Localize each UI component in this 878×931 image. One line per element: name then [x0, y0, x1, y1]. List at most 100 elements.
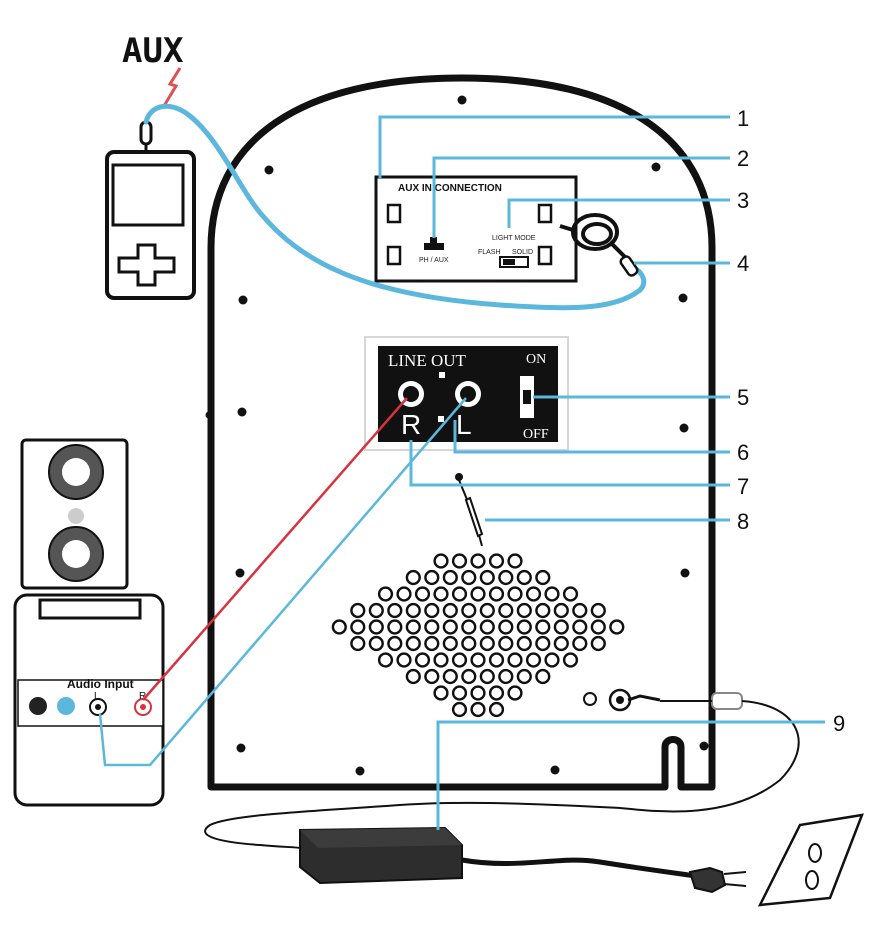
- grill-hole: [350, 602, 366, 619]
- audio-input-r-label: R: [139, 691, 146, 702]
- aux-cable: [143, 103, 647, 311]
- dpad-icon: [117, 243, 176, 287]
- grill-hole: [442, 619, 458, 635]
- grill-hole: [405, 619, 421, 635]
- grill-hole: [590, 635, 606, 652]
- grill-hole: [368, 619, 384, 635]
- grill-hole: [470, 652, 486, 668]
- grill-hole: [433, 652, 449, 668]
- aux-panel-slot: [386, 203, 402, 224]
- grill-hole: [461, 569, 477, 586]
- grill-hole: [572, 619, 588, 635]
- grill-hole: [424, 635, 440, 652]
- grill-hole: [507, 685, 523, 701]
- screw-dots: [205, 95, 709, 776]
- grill-hole: [424, 668, 440, 685]
- grill-hole: [396, 586, 412, 602]
- grill-hole: [516, 569, 532, 586]
- grill-hole: [405, 668, 421, 685]
- grill-hole: [405, 602, 421, 619]
- line-out-mark: [438, 416, 444, 422]
- grill-hole: [553, 619, 569, 635]
- grill-hole: [590, 602, 606, 619]
- lightning-bolt-icon: [162, 67, 182, 107]
- grill-hole: [488, 586, 505, 602]
- grill-hole: [377, 586, 394, 602]
- light-mode-switch-knob[interactable]: [503, 259, 515, 265]
- grill-hole: [516, 635, 532, 652]
- power-cord: [204, 700, 800, 849]
- power-switch-knob[interactable]: [523, 390, 531, 404]
- callout-number-3: 3: [737, 188, 749, 213]
- callout-number-5: 5: [737, 385, 749, 410]
- grill-hole: [414, 586, 431, 602]
- red-audio-cable: [142, 397, 408, 701]
- grill-hole: [516, 668, 532, 685]
- grill-hole: [451, 586, 468, 602]
- grill-hole: [424, 602, 440, 619]
- line-out-r-label: R: [401, 409, 421, 440]
- grill-hole: [507, 553, 523, 569]
- callout-line-2: [432, 156, 730, 238]
- grill-hole: [331, 619, 347, 635]
- grill-hole: [377, 652, 394, 668]
- grill-hole: [451, 652, 468, 668]
- grill-hole: [405, 635, 421, 652]
- grill-hole: [442, 602, 458, 619]
- grill-hole: [442, 569, 458, 586]
- stereo-system: Audio Input L R: [13, 438, 165, 807]
- callout-line-9: [436, 720, 825, 830]
- grill-hole: [396, 652, 412, 668]
- grill-hole: [479, 602, 495, 619]
- grill-hole: [479, 668, 495, 685]
- line-out-panel: LINE OUT R L ON OFF: [364, 336, 569, 451]
- grill-hole: [562, 586, 579, 602]
- audio-input-label: Audio Input: [67, 677, 134, 691]
- grill-hole: [553, 635, 569, 652]
- grill-hole: [535, 668, 551, 685]
- callout-line-6: [453, 420, 730, 454]
- callout-number-4: 4: [737, 251, 749, 276]
- grill-hole: [572, 635, 588, 652]
- callout-line-1: [378, 115, 730, 178]
- callout-number-9: 9: [833, 711, 845, 736]
- grill-hole: [368, 635, 384, 652]
- aux-label: AUX: [122, 31, 184, 71]
- callout-line-7: [409, 440, 730, 487]
- ph-aux-switch-knob[interactable]: [430, 237, 437, 244]
- grill-hole: [451, 701, 468, 718]
- callout-lines: [378, 115, 825, 830]
- grill-hole: [507, 652, 523, 668]
- callout-line-3: [507, 198, 730, 228]
- ph-aux-switch[interactable]: [424, 243, 444, 250]
- blue-audio-cable: [98, 397, 467, 767]
- grill-hole: [498, 668, 514, 685]
- grill-hole: [544, 586, 560, 602]
- grill-hole: [433, 685, 449, 701]
- grill-hole: [368, 602, 384, 619]
- grill-hole: [562, 652, 579, 668]
- grill-hole: [470, 685, 486, 701]
- ph-aux-label: PH / AUX: [419, 257, 449, 264]
- grill-hole: [516, 602, 532, 619]
- grill-hole: [544, 652, 560, 668]
- grill-hole: [572, 602, 588, 619]
- light-mode-switch[interactable]: [499, 256, 529, 268]
- grill-hole: [488, 701, 505, 718]
- grill-hole: [590, 619, 606, 635]
- grill-hole: [350, 619, 366, 635]
- power-adapter: [299, 826, 747, 894]
- speaker-grill: [331, 553, 625, 718]
- audio-input-l-label: L: [94, 691, 100, 702]
- grill-hole: [535, 569, 551, 586]
- aux-panel-slot: [386, 245, 402, 266]
- aux-panel-slot: [537, 203, 553, 224]
- grill-hole: [479, 635, 495, 652]
- grill-hole: [451, 553, 468, 569]
- grill-hole: [387, 602, 403, 619]
- mp3-player: AUX: [105, 31, 196, 300]
- grill-hole: [488, 685, 505, 701]
- grill-hole: [535, 635, 551, 652]
